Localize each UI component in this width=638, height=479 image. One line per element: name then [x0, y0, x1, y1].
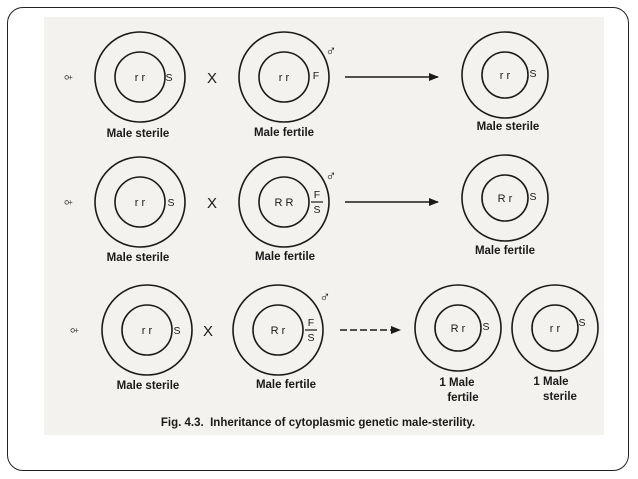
row2-female-symbol: ♀ — [60, 197, 77, 208]
row2-offspring-cell — [461, 154, 549, 242]
row3-offspring2-genotype: r r — [550, 323, 561, 335]
row2-father-cell — [238, 156, 330, 248]
row2-male-symbol: ♂ — [325, 168, 336, 185]
row3-mother-label: Male sterile — [117, 380, 180, 392]
row3-offspring2-cell — [511, 284, 599, 372]
row1-father-genotype: r r — [279, 72, 290, 84]
row1-father-label: Male fertile — [254, 127, 314, 139]
row2-offspring-cytoplasm: S — [529, 191, 536, 203]
row2-father-label: Male fertile — [255, 251, 315, 263]
row1-mother-genotype: r r — [135, 72, 146, 84]
row1-offspring-label: Male sterile — [477, 121, 540, 133]
row2-father-cytoplasm-bottom: S — [313, 204, 320, 216]
row3-mother-cytoplasm: S — [173, 325, 180, 337]
row1-male-symbol: ♂ — [325, 43, 336, 60]
row2-father-genotype: R R — [275, 197, 294, 209]
figure-caption: Fig. 4.3. Inheritance of cytoplasmic gen… — [161, 417, 475, 429]
row3-cross-symbol: X — [203, 323, 213, 340]
row2-mother-genotype: r r — [135, 197, 146, 209]
row1-offspring-cytoplasm: S — [529, 68, 536, 80]
row2-mother-label: Male sterile — [107, 252, 170, 264]
row1-female-symbol: ♀ — [60, 72, 77, 83]
row3-male-symbol: ♂ — [319, 289, 330, 306]
row2-offspring-genotype: R r — [498, 193, 513, 205]
row1-father-cytoplasm: F — [313, 70, 319, 82]
row1-mother-label: Male sterile — [107, 128, 170, 140]
row2-offspring-label: Male fertile — [475, 245, 535, 257]
row3-offspring2-label-line1: 1 Male — [533, 376, 568, 388]
row1-mother-cell — [94, 31, 186, 123]
row3-female-symbol: ♀ — [66, 325, 83, 336]
row1-cross-symbol: X — [207, 70, 217, 87]
row3-offspring1-label-line2: fertile — [447, 392, 478, 404]
row3-father-cell — [232, 284, 324, 376]
row3-offspring2-label-line2: sterile — [543, 391, 577, 403]
row3-offspring1-cytoplasm: S — [482, 321, 489, 333]
row2-father-cytoplasm-top: F — [314, 189, 320, 201]
row1-offspring-genotype: r r — [500, 70, 511, 82]
row3-father-genotype: R r — [271, 325, 286, 337]
row1-father-cell — [238, 31, 330, 123]
scanned-figure — [44, 17, 604, 435]
row3-offspring1-cell — [414, 284, 502, 372]
row3-offspring1-label-line1: 1 Male — [439, 377, 474, 389]
row2-mother-cell — [94, 156, 186, 248]
row2-mother-cytoplasm: S — [167, 197, 174, 209]
row1-offspring-cell — [461, 31, 549, 119]
row2-cross-symbol: X — [207, 195, 217, 212]
row3-mother-genotype: r r — [142, 325, 153, 337]
row3-father-label: Male fertile — [256, 379, 316, 391]
row3-father-cytoplasm-bottom: S — [307, 332, 314, 344]
row3-offspring2-cytoplasm: S — [578, 317, 585, 329]
row3-father-cytoplasm-top: F — [308, 317, 314, 329]
row3-mother-cell — [101, 284, 193, 376]
row1-mother-cytoplasm: S — [165, 72, 172, 84]
row3-offspring1-genotype: R r — [451, 323, 466, 335]
